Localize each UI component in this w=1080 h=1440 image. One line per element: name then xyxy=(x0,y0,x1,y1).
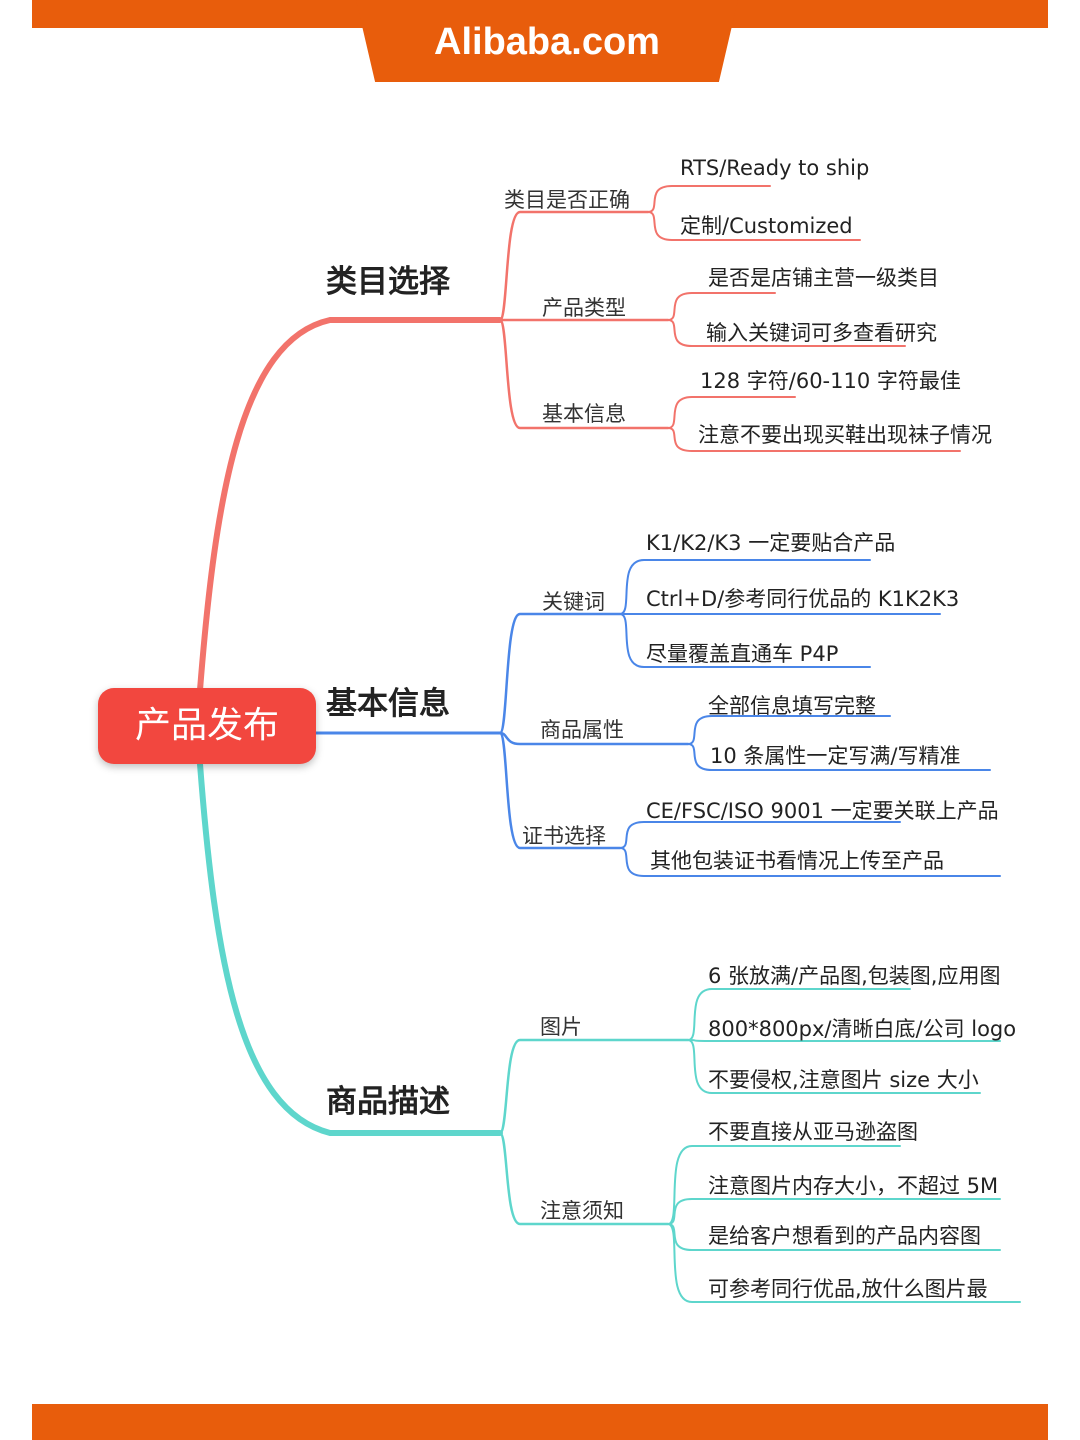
leaf-label: 800*800px/清晰白底/公司 logo xyxy=(708,1017,1017,1041)
leaf-label: 注意不要出现买鞋出现袜子情况 xyxy=(698,423,992,447)
leaf-connector-line xyxy=(667,396,796,429)
leaf-connector-line xyxy=(667,1198,1001,1225)
leaf-label: 输入关键词可多查看研究 xyxy=(706,321,937,345)
root-node-label: 产品发布 xyxy=(134,705,279,746)
leaf-label: K1/K2/K3 一定要贴合产品 xyxy=(646,531,896,555)
sub-label-attributes: 商品属性 xyxy=(540,718,624,742)
sub-branch-line xyxy=(498,612,622,735)
leaf-label: 定制/Customized xyxy=(680,214,853,238)
leaf-connector-line xyxy=(667,319,906,347)
leaf-connector-line xyxy=(687,988,911,1041)
sub-label-keywords: 关键词 xyxy=(542,590,605,614)
branch-label-description: 商品描述 xyxy=(326,1084,450,1120)
leaf-connector-line xyxy=(647,185,771,213)
leaf-label: 是否是店铺主营一级类目 xyxy=(708,266,939,290)
branch-label-category: 类目选择 xyxy=(326,264,450,300)
leaf-connector-line xyxy=(619,559,871,615)
sub-label-images: 图片 xyxy=(540,1015,582,1039)
sub-branch-line xyxy=(498,731,622,850)
root-node xyxy=(98,688,316,764)
leaf-connector-line xyxy=(619,613,871,668)
sub-branch-line xyxy=(498,731,690,746)
sub-branch-line xyxy=(498,318,670,430)
leaf-label: 全部信息填写完整 xyxy=(708,694,876,718)
sub-branch-line xyxy=(498,210,650,322)
leaf-label: 不要直接从亚马逊盗图 xyxy=(708,1120,918,1144)
leaf-label: 尽量覆盖直通车 P4P xyxy=(646,642,839,666)
sub-label-notes: 注意须知 xyxy=(540,1199,624,1223)
leaf-connector-line xyxy=(619,847,1001,877)
leaf-label: 128 字符/60-110 字符最佳 xyxy=(700,369,961,393)
leaf-connector-line xyxy=(687,1039,981,1094)
main-branch-line xyxy=(197,761,503,1136)
sub-label-basic-info: 基本信息 xyxy=(542,402,626,426)
sub-branch-line xyxy=(498,1131,670,1226)
leaf-label: 6 张放满/产品图,包装图,应用图 xyxy=(708,964,1001,988)
leaf-connector-line xyxy=(687,1039,1001,1042)
leaf-connector-line xyxy=(687,743,991,771)
leaf-connector-line xyxy=(667,427,961,452)
leaf-label: 注意图片内存大小，不超过 5M xyxy=(708,1174,999,1198)
leaf-label: 不要侵权,注意图片 size 大小 xyxy=(708,1068,979,1092)
brand-logo-text: Alibaba.com xyxy=(434,21,660,63)
leaf-connector-line xyxy=(687,715,891,745)
bottom-footer-bar xyxy=(32,1404,1048,1440)
leaf-label: 其他包装证书看情况上传至产品 xyxy=(650,849,944,873)
leaf-connector-line xyxy=(619,821,901,849)
leaf-label: 可参考同行优品,放什么图片最 xyxy=(708,1277,988,1301)
leaf-connector-line xyxy=(667,292,776,321)
leaf-connector-line xyxy=(647,211,861,241)
leaf-label: Ctrl+D/参考同行优品的 K1K2K3 xyxy=(646,587,960,611)
leaf-label: 是给客户想看到的产品内容图 xyxy=(708,1224,981,1248)
sub-label-product-type: 产品类型 xyxy=(542,296,626,320)
leaf-label: CE/FSC/ISO 9001 一定要关联上产品 xyxy=(646,799,999,823)
sub-label-category-correct: 类目是否正确 xyxy=(504,188,630,212)
brand-tab xyxy=(356,0,738,82)
sub-branch-line xyxy=(498,1038,690,1135)
branch-label-basic-info: 基本信息 xyxy=(326,686,450,722)
sub-label-certificates: 证书选择 xyxy=(522,824,606,848)
leaf-label: 10 条属性一定写满/写精准 xyxy=(710,744,961,768)
leaf-connector-line xyxy=(667,1223,1021,1303)
leaf-label: RTS/Ready to ship xyxy=(680,156,870,180)
leaf-connector-line xyxy=(667,1145,901,1225)
main-branch-line xyxy=(197,317,503,693)
